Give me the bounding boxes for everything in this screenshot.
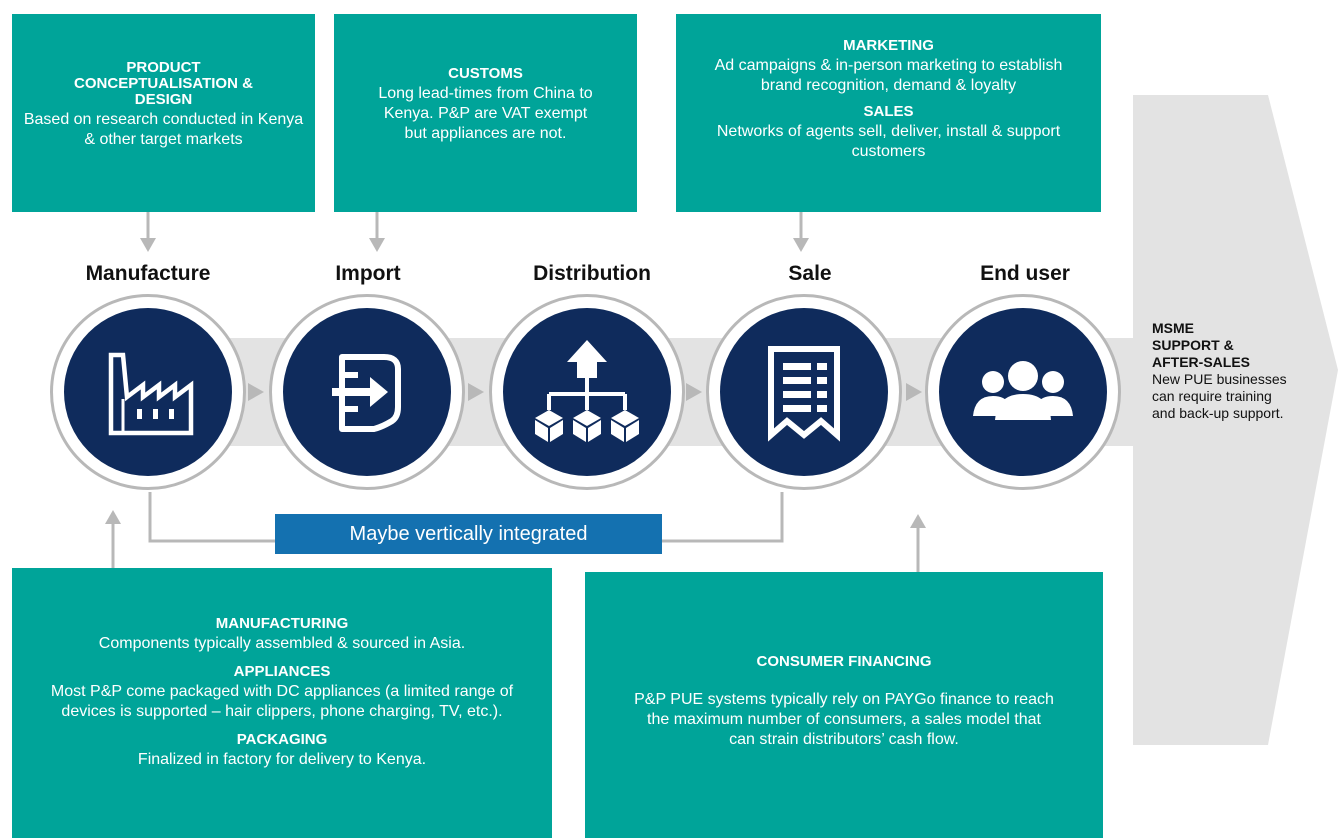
financing-heading: CONSUMER FINANCING [756, 653, 932, 670]
packaging-heading: PACKAGING [236, 731, 328, 748]
stage-label-end-user: End user [980, 262, 1070, 285]
customs-heading: CUSTOMS [448, 65, 523, 82]
marketing-down-arrowhead [793, 238, 809, 252]
stage-label-manufacture: Manufacture [85, 262, 211, 285]
stage-circle-manufacture [50, 294, 246, 490]
factory-icon [108, 352, 194, 436]
design-text: Based on research conducted in Kenya & o… [23, 111, 304, 148]
sales-heading: SALES [863, 103, 914, 120]
stage-label-import: Import [335, 262, 401, 285]
financing-text: P&P PUE systems typically rely on PAYGo … [634, 691, 1054, 748]
customs-text: Long lead-times from China to Kenya. P&P… [378, 85, 593, 142]
manufacturing-text: Components typically assembled & sourced… [98, 635, 466, 652]
stage-circle-import [269, 294, 465, 490]
receipt-icon [768, 346, 840, 442]
packaging-text: Finalized in factory for delivery to Ken… [137, 751, 427, 768]
after-sales-text: New PUE businesses can require training … [1152, 371, 1287, 421]
manufacturing-up-arrowhead [105, 510, 121, 524]
big-arrow-shape [1133, 95, 1338, 745]
appliances-text: Most P&P come packaged with DC appliance… [50, 683, 514, 720]
marketing-box: MARKETING Ad campaigns & in-person marke… [676, 14, 1101, 212]
after-sales-note: MSME SUPPORT & AFTER-SALES New PUE busin… [1152, 320, 1292, 422]
manufacturing-box: MANUFACTURING Components typically assem… [12, 568, 552, 838]
design-down-arrowhead [140, 238, 156, 252]
stage-circle-end-user [925, 294, 1121, 490]
marketing-text: Ad campaigns & in-person marketing to es… [714, 57, 1063, 94]
stage-label-sale: Sale [788, 262, 832, 285]
after-sales-heading: MSME SUPPORT & AFTER-SALES [1152, 320, 1250, 370]
distribution-network-icon [535, 340, 639, 442]
manufacturing-heading: MANUFACTURING [215, 615, 349, 632]
design-box: PRODUCT CONCEPTUALISATION & DESIGN Based… [12, 14, 315, 212]
design-heading: PRODUCT CONCEPTUALISATION & DESIGN [74, 59, 253, 108]
marketing-heading: MARKETING [843, 37, 934, 54]
import-icon [332, 354, 401, 432]
users-icon [973, 361, 1073, 420]
sales-text: Networks of agents sell, deliver, instal… [716, 123, 1061, 160]
vertical-integration-banner: Maybe vertically integrated [275, 514, 662, 554]
financing-up-arrowhead [910, 514, 926, 528]
connector-arrow-2 [468, 383, 484, 401]
stage-circle-distribution [489, 294, 685, 490]
stage-circle-sale [706, 294, 902, 490]
financing-box: CONSUMER FINANCING P&P PUE systems typic… [585, 572, 1103, 838]
appliances-heading: APPLIANCES [233, 663, 331, 680]
connector-arrow-3 [686, 383, 702, 401]
customs-down-arrowhead [369, 238, 385, 252]
customs-box: CUSTOMS Long lead-times from China to Ke… [334, 14, 637, 212]
connector-arrow-4 [906, 383, 922, 401]
stage-label-distribution: Distribution [533, 262, 651, 285]
connector-arrow-1 [248, 383, 264, 401]
